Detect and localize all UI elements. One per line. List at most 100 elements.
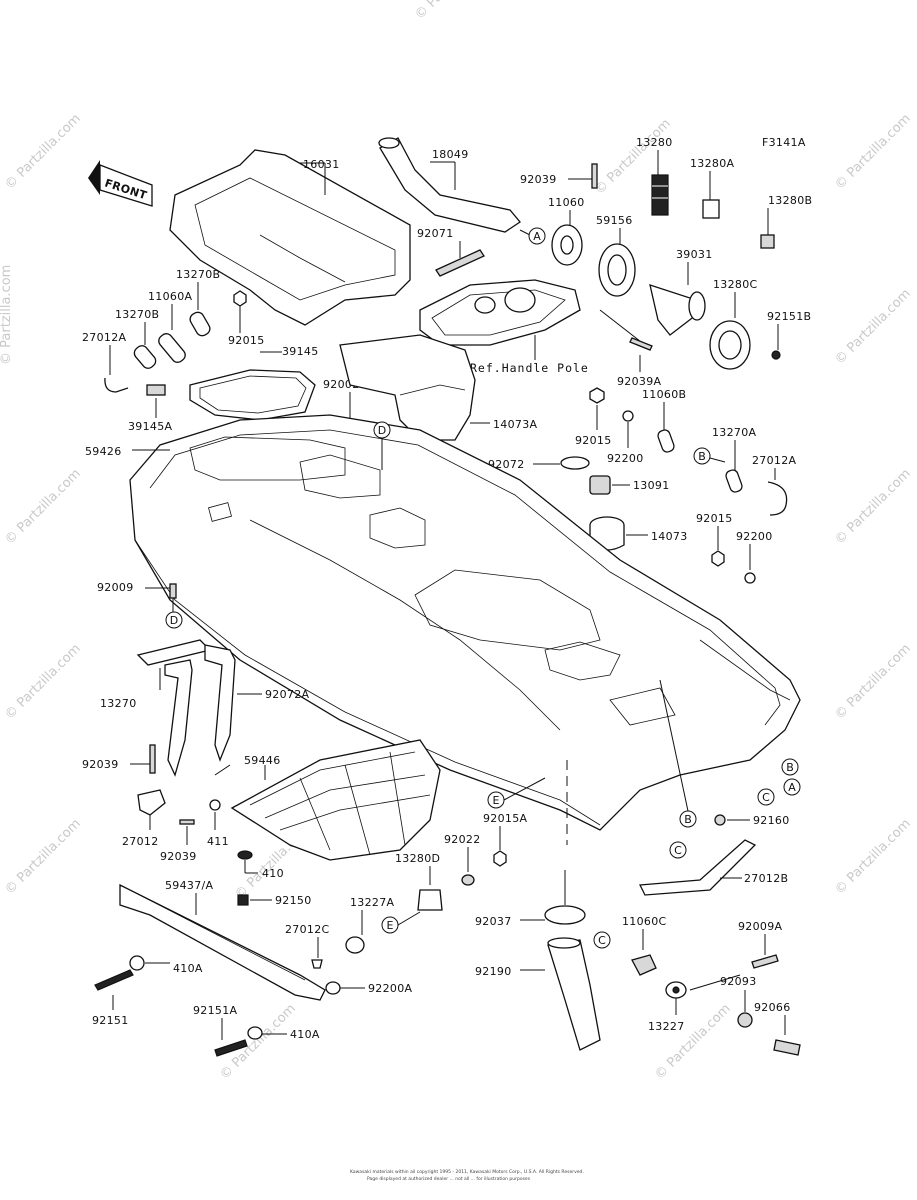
hose-92190-icon <box>547 937 601 1051</box>
label-92015: 92015 <box>228 334 265 347</box>
label-92022: 92022 <box>444 833 481 846</box>
label-13270B-2: 13270B <box>115 308 159 321</box>
label-92039A: 92039A <box>617 375 661 388</box>
label-13227: 13227 <box>648 1020 685 1033</box>
shield-59437A-icon <box>119 883 326 1001</box>
label-59437A: 59437/A <box>165 879 213 892</box>
callout-b: B <box>698 450 706 463</box>
label-13091: 13091 <box>633 479 670 492</box>
washer-92093-icon <box>737 1012 753 1028</box>
washer-92200A-icon <box>325 981 341 995</box>
pad-39145A-icon <box>146 384 166 396</box>
watermark: © Partzilla.com <box>832 466 914 548</box>
watermark: © Partzilla.com <box>832 286 914 368</box>
clamp-92037-icon <box>544 905 586 925</box>
label-14073: 14073 <box>651 530 688 543</box>
washer-410A-2-icon <box>247 1026 263 1040</box>
label-13270B: 13270B <box>176 268 220 281</box>
screw-92066-icon <box>773 1039 801 1056</box>
label-92066: 92066 <box>754 1001 791 1014</box>
block-13091-icon <box>589 475 611 495</box>
bolt-92151A-icon <box>214 1039 248 1057</box>
label-27012A: 27012A <box>82 331 126 344</box>
label-11060: 11060 <box>548 196 585 209</box>
label-92015A: 92015A <box>483 812 527 825</box>
link-13270B-icon <box>189 311 211 337</box>
label-410A: 410A <box>173 962 203 975</box>
hose-18049 <box>378 137 521 233</box>
washer-92200-b-icon <box>744 572 756 584</box>
label-13270: 13270 <box>100 697 137 710</box>
clip-13280B-icon <box>760 234 775 249</box>
label-59156: 59156 <box>596 214 633 227</box>
screw-92009A-icon <box>751 954 779 969</box>
label-11060A: 11060A <box>148 290 192 303</box>
callout-a: A <box>533 230 541 243</box>
callout-a-2: A <box>788 781 796 794</box>
clamp-92072-icon <box>560 456 590 470</box>
plug-13280D-icon <box>417 889 443 911</box>
tray-16031 <box>169 149 411 326</box>
grommet-11060-icon <box>551 224 583 266</box>
watermark: © Partzilla.com <box>2 466 84 548</box>
label-16031: 16031 <box>303 158 340 171</box>
figure-code: F3141A <box>762 136 806 149</box>
bolt-92039A-icon <box>629 337 653 351</box>
label-13280D: 13280D <box>395 852 440 865</box>
watermark: © Partzilla.com <box>832 111 914 193</box>
label-27012: 27012 <box>122 835 159 848</box>
bolt-92039-c-icon <box>179 819 195 825</box>
handle-27012B-icon <box>638 839 757 896</box>
label-27012C: 27012C <box>285 923 329 936</box>
handle-pole-mount <box>419 279 581 346</box>
nut-92015-c-icon <box>711 550 725 567</box>
link-11060B-icon <box>657 429 675 453</box>
label-13280C: 13280C <box>713 278 757 291</box>
label-92200A: 92200A <box>368 982 412 995</box>
callout-c-3: C <box>598 934 606 947</box>
callout-c-2: C <box>674 844 682 857</box>
label-92200-b: 92200 <box>736 530 773 543</box>
label-92093: 92093 <box>720 975 757 988</box>
label-11060B: 11060B <box>642 388 686 401</box>
gasket-39145-icon <box>189 369 316 421</box>
bolt-92150-icon <box>237 894 249 906</box>
hook-27012A-icon <box>104 377 129 393</box>
label-92150: 92150 <box>275 894 312 907</box>
label-92200: 92200 <box>607 452 644 465</box>
label-92072: 92072 <box>488 458 525 471</box>
clip-27012C-icon <box>311 959 323 969</box>
label-410: 410 <box>262 867 284 880</box>
watermark: © Partzilla.com <box>0 265 14 365</box>
footer-copyright: Kawasaki materials within ail copyright … <box>350 1169 584 1175</box>
grommet-11060C-icon <box>631 954 657 976</box>
watermark: © Partzilla.com <box>652 1001 734 1083</box>
hull-59426 <box>129 414 801 831</box>
front-arrow-icon: FRONT <box>88 160 153 207</box>
nut-92015-icon <box>233 290 247 307</box>
washer-411-icon <box>209 799 221 811</box>
label-18049: 18049 <box>432 148 469 161</box>
label-13280: 13280 <box>636 136 673 149</box>
label-92151A: 92151A <box>193 1004 237 1017</box>
nozzle-59156-icon <box>598 243 636 297</box>
label-13227A: 13227A <box>350 896 394 909</box>
label-92009: 92009 <box>97 581 134 594</box>
watermark: © Partzilla.com <box>832 816 914 898</box>
grate-59446-icon <box>230 739 441 861</box>
strap-92072A-icon <box>164 644 236 777</box>
hook-27012A-b-icon <box>767 481 788 516</box>
label-13280B: 13280B <box>768 194 812 207</box>
label-13270A: 13270A <box>712 426 756 439</box>
label-92009A: 92009A <box>738 920 782 933</box>
watermark: © Partzilla.com <box>2 816 84 898</box>
label-92039-c: 92039 <box>160 850 197 863</box>
link-13270A-icon <box>725 469 743 493</box>
label-92039: 92039 <box>520 173 557 186</box>
screw-92009-icon <box>169 583 177 599</box>
bolt-92151B-icon <box>771 350 781 360</box>
watermark: © Partzilla.com <box>2 641 84 723</box>
nut-92022-icon <box>461 874 475 886</box>
nut-92015-b-icon <box>589 387 605 404</box>
